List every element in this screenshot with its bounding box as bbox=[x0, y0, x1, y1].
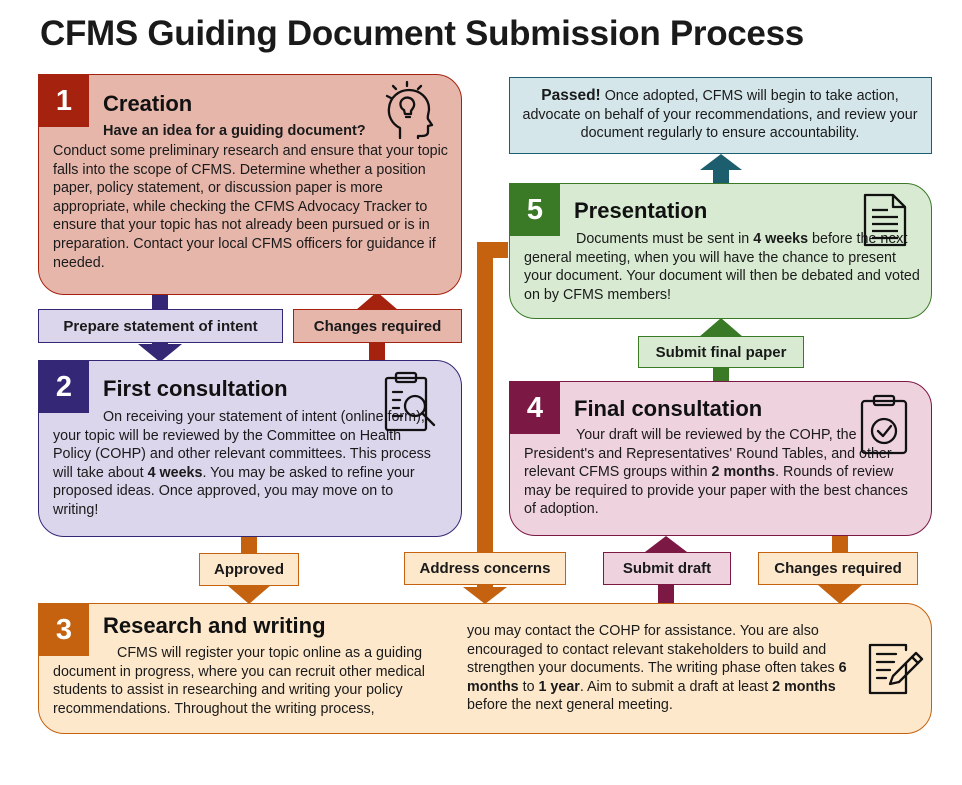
clipboard-search-icon bbox=[384, 371, 436, 432]
document-icon bbox=[863, 193, 907, 247]
arrowhead-approved bbox=[227, 585, 271, 604]
edit-document-icon bbox=[868, 643, 924, 695]
label-changes-required-2: Changes required bbox=[758, 552, 918, 585]
label-changes-required-1: Changes required bbox=[293, 309, 462, 343]
passed-body: Passed! Once adopted, CFMS will begin to… bbox=[522, 87, 918, 142]
presentation-title: Presentation bbox=[574, 198, 708, 223]
label-address-concerns: Address concerns bbox=[404, 552, 566, 585]
label-submit-final: Submit final paper bbox=[638, 336, 804, 368]
step-first-consultation: 2 First consultation On receiving your s… bbox=[38, 360, 462, 537]
research-body-right: you may contact the COHP for assistance.… bbox=[467, 623, 847, 714]
final-consultation-title: Final consultation bbox=[574, 396, 763, 421]
step-passed: Passed! Once adopted, CFMS will begin to… bbox=[509, 77, 932, 154]
creation-body: Conduct some preliminary research and en… bbox=[53, 143, 448, 271]
idea-head-icon bbox=[385, 80, 434, 140]
final-consultation-body: Your draft will be reviewed by the COHP,… bbox=[524, 427, 908, 518]
creation-title: Creation bbox=[103, 91, 193, 116]
step-presentation: 5 Presentation Documents must be sent in… bbox=[509, 183, 932, 319]
step-number-1: 1 bbox=[39, 75, 89, 127]
label-submit-draft: Submit draft bbox=[603, 552, 731, 585]
connector-passed bbox=[713, 168, 729, 184]
connector-address-concerns bbox=[477, 242, 508, 592]
first-consultation-body: On receiving your statement of intent (o… bbox=[53, 409, 431, 518]
arrowhead-passed bbox=[700, 154, 742, 170]
step-research-writing: 3 Research and writing CFMS will registe… bbox=[38, 603, 932, 734]
arrowhead-submit-final bbox=[699, 318, 743, 337]
arrowhead-changes-2 bbox=[818, 585, 862, 604]
step-number-4: 4 bbox=[510, 382, 560, 434]
first-consultation-title: First consultation bbox=[103, 376, 288, 401]
step-creation: 1 Creation Have an idea for a guiding do… bbox=[38, 74, 462, 295]
research-title: Research and writing bbox=[103, 613, 326, 638]
arrowhead-intent bbox=[138, 344, 182, 362]
step-number-3: 3 bbox=[39, 604, 89, 656]
creation-subtitle: Have an idea for a guiding document? bbox=[103, 123, 366, 139]
clipboard-check-icon bbox=[860, 394, 908, 455]
step-number-2: 2 bbox=[39, 361, 89, 413]
step-number-5: 5 bbox=[510, 184, 560, 236]
step-final-consultation: 4 Final consultation Your draft will be … bbox=[509, 381, 932, 536]
label-approved: Approved bbox=[199, 553, 299, 586]
research-body-left: CFMS will register your topic online as … bbox=[53, 645, 425, 717]
presentation-body: Documents must be sent in 4 weeks before… bbox=[524, 231, 920, 303]
arrowhead-address bbox=[463, 587, 507, 604]
page-title: CFMS Guiding Document Submission Process bbox=[40, 14, 804, 53]
label-prepare-intent: Prepare statement of intent bbox=[38, 309, 283, 343]
arrowhead-changes-1 bbox=[356, 292, 398, 310]
arrowhead-submit-draft bbox=[645, 536, 687, 552]
